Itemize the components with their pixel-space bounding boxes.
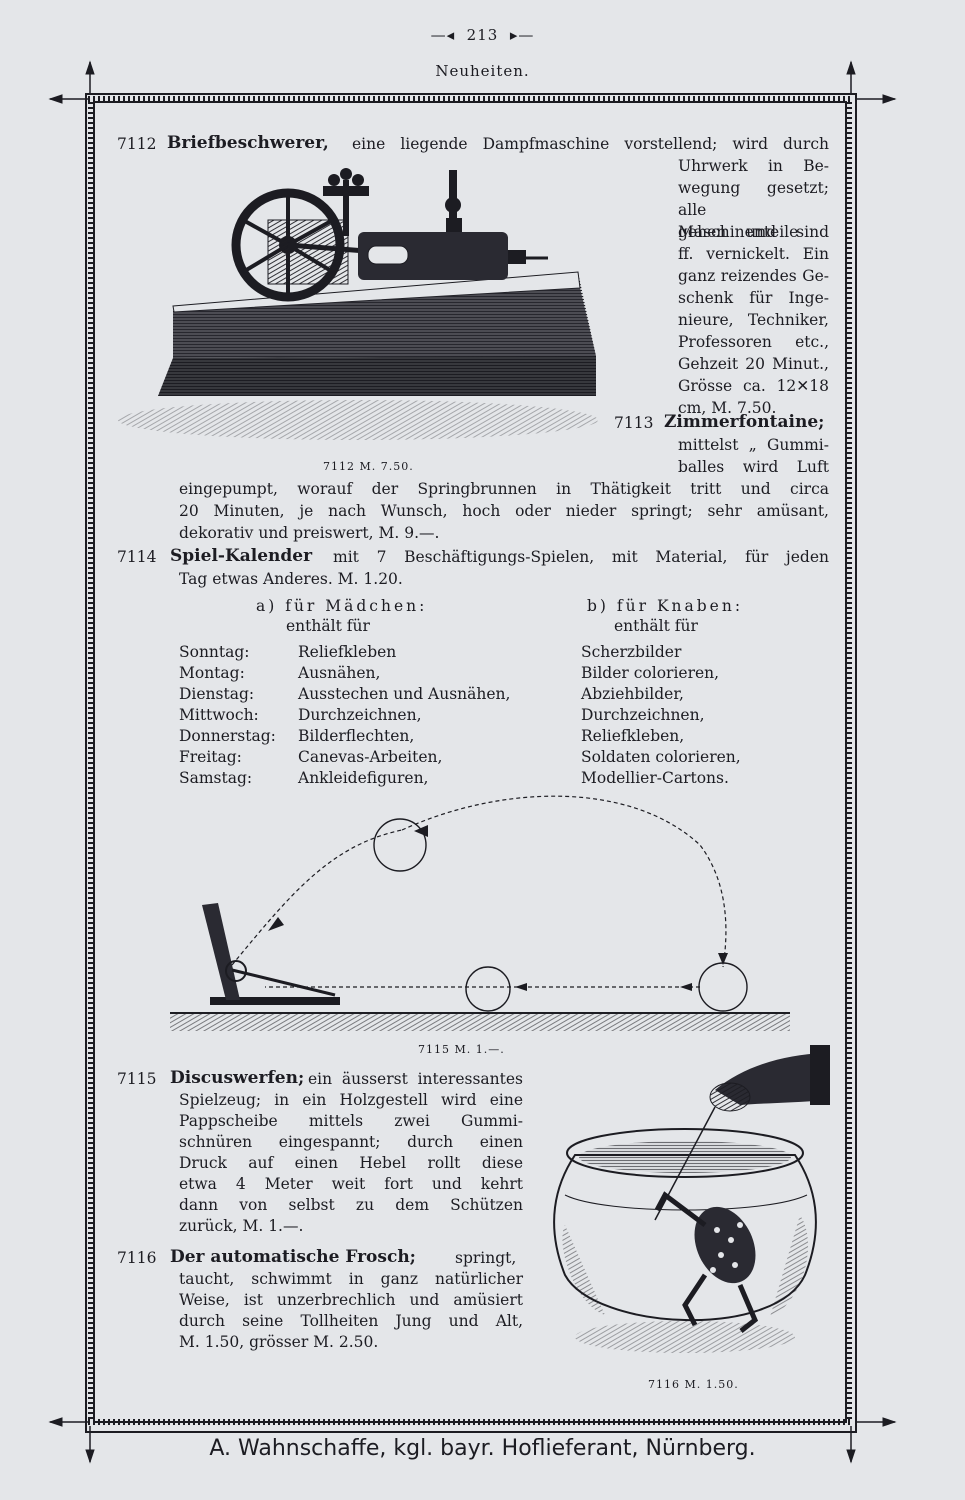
item-7112-line-11: Gehzeit 20 Minut.,	[678, 355, 829, 373]
item-7113-line-4: 20 Minuten, je nach Wunsch, hoch oder ni…	[179, 502, 829, 520]
item-7112-caption: 7112 M. 7.50.	[323, 460, 414, 473]
calendar-girls-activity: Reliefkleben	[298, 643, 397, 661]
item-7113-title: Zimmerfontaine;	[664, 412, 825, 432]
running-head: Neuheiten.	[435, 62, 530, 80]
item-7115-number: 7115	[117, 1070, 157, 1088]
calendar-day: Dienstag:	[179, 685, 255, 703]
item-7116-line-4: durch seine Tollheiten Jung und Alt,	[179, 1312, 523, 1330]
calendar-girls-activity: Ausstechen und Ausnähen,	[298, 685, 511, 703]
page-frame-outer	[85, 93, 857, 1433]
item-7112-line-6: ff. vernickelt. Ein	[678, 245, 829, 263]
item-7112-line-3: wegung gesetzt;	[678, 179, 829, 197]
item-7114-line-1: mit 7 Beschäftigungs-Spielen, mit Materi…	[333, 548, 829, 566]
item-7115-line-7: dann von selbst zu dem Schützen	[179, 1196, 523, 1214]
item-7112-line-1: eine liegende Dampfmaschine vorstellend;…	[352, 135, 829, 153]
item-7112-line-13: cm, M. 7.50.	[678, 399, 777, 417]
item-7112-line-8: schenk für Inge-	[678, 289, 829, 307]
item-7115-line-8: zurück, M. 1.—.	[179, 1217, 304, 1235]
item-7112-line-10: Professoren etc.,	[678, 333, 829, 351]
calendar-girls-activity: Canevas-Arbeiten,	[298, 748, 443, 766]
calendar-girls-activity: Ausnähen,	[298, 664, 381, 682]
calendar-boys-subheader: enthält für	[614, 617, 698, 635]
calendar-day: Montag:	[179, 664, 245, 682]
item-7112-line-9: nieure, Techniker,	[678, 311, 829, 329]
item-7115-line-2: Spielzeug; in ein Holzgestell wird eine	[179, 1091, 523, 1109]
item-7116-line-5: M. 1.50, grösser M. 2.50.	[179, 1333, 379, 1351]
item-7115-title: Discuswerfen;	[170, 1068, 305, 1088]
item-7115-line-5: Druck auf einen Hebel rollt diese	[179, 1154, 523, 1172]
page-number-text: 213	[466, 26, 499, 44]
calendar-boys-activity: Modellier-Cartons.	[581, 769, 729, 787]
calendar-boys-activity: Bilder colorieren,	[581, 664, 720, 682]
calendar-day: Sonntag:	[179, 643, 250, 661]
calendar-girls-activity: Bilderflechten,	[298, 727, 415, 745]
calendar-day: Freitag:	[179, 748, 242, 766]
frame-hatch-right	[846, 102, 852, 1420]
item-7115-caption: 7115 M. 1.—.	[418, 1043, 505, 1056]
calendar-day: Mittwoch:	[179, 706, 259, 724]
frog-bowl-illustration	[553, 1045, 830, 1353]
item-7113-line-2: balles wird Luft	[678, 458, 829, 476]
calendar-boys-header: b) für Knaben:	[587, 597, 744, 615]
calendar-boys-activity: Durchzeichnen,	[581, 706, 705, 724]
item-7112-title: Briefbeschwerer,	[167, 133, 329, 153]
calendar-boys-activity: Soldaten colorieren,	[581, 748, 741, 766]
item-7113-line-5: dekorativ und preiswert, M. 9.—.	[179, 524, 440, 542]
calendar-day: Samstag:	[179, 769, 253, 787]
calendar-day: Donnerstag:	[179, 727, 276, 745]
frame-hatch-top	[88, 96, 852, 102]
ornament-dash-left: —◂	[430, 26, 467, 44]
item-7115-line-4: schnüren eingespannt; durch einen	[179, 1133, 523, 1151]
item-7113-line-1: mittelst „ Gummi-	[678, 436, 829, 454]
frame-hatch-bottom	[88, 1419, 852, 1425]
item-7112-line-2: Uhrwerk in Be-	[678, 157, 829, 175]
item-7112-number: 7112	[117, 135, 157, 153]
discus-illustration	[170, 795, 790, 1031]
calendar-boys-activity: Reliefkleben,	[581, 727, 685, 745]
calendar-girls-header: a) für Mädchen:	[256, 597, 428, 615]
item-7112-line-5: gehen und sind	[678, 223, 829, 241]
ornament-dash-right: ▸—	[498, 26, 535, 44]
steam-engine-illustration	[118, 168, 598, 440]
calendar-girls-activity: Durchzeichnen,	[298, 706, 422, 724]
item-7112-line-12: Grösse ca. 12✕18	[678, 377, 829, 395]
item-7114-title: Spiel-Kalender	[170, 546, 313, 566]
item-7116-line-3: Weise, ist unzerbrechlich und amüsiert	[179, 1291, 523, 1309]
calendar-girls-subheader: enthält für	[286, 617, 370, 635]
calendar-boys-activity: Scherzbilder	[581, 643, 682, 661]
calendar-girls-activity: Ankleidefiguren,	[298, 769, 429, 787]
publisher-imprint: A. Wahnschaffe, kgl. bayr. Hoflieferant,…	[209, 1436, 756, 1461]
item-7112-line-7: ganz reizendes Ge-	[678, 267, 829, 285]
item-7116-caption: 7116 M. 1.50.	[648, 1378, 739, 1391]
item-7115-line-1: ein äusserst interessantes	[308, 1070, 523, 1088]
item-7115-line-3: Pappscheibe mittels zwei Gummi-	[179, 1112, 523, 1130]
item-7116-line-1: springt,	[455, 1249, 517, 1267]
frame-hatch-left	[88, 102, 94, 1420]
item-7113-line-3: eingepumpt, worauf der Springbrunnen in …	[179, 480, 829, 498]
item-7112-line-4: alle Maschinenteile	[678, 201, 799, 241]
item-7115-line-6: etwa 4 Meter weit fort und kehrt	[179, 1175, 523, 1193]
page-number: —◂ 213 ▸—	[0, 26, 965, 44]
item-7116-line-2: taucht, schwimmt in ganz natürlicher	[179, 1270, 523, 1288]
calendar-boys-activity: Abziehbilder,	[581, 685, 684, 703]
item-7114-line-2: Tag etwas Anderes. M. 1.20.	[179, 570, 403, 588]
item-7116-title: Der automatische Frosch;	[170, 1247, 416, 1267]
item-7114-number: 7114	[117, 548, 157, 566]
item-7116-number: 7116	[117, 1249, 157, 1267]
item-7113-number: 7113	[614, 414, 654, 432]
